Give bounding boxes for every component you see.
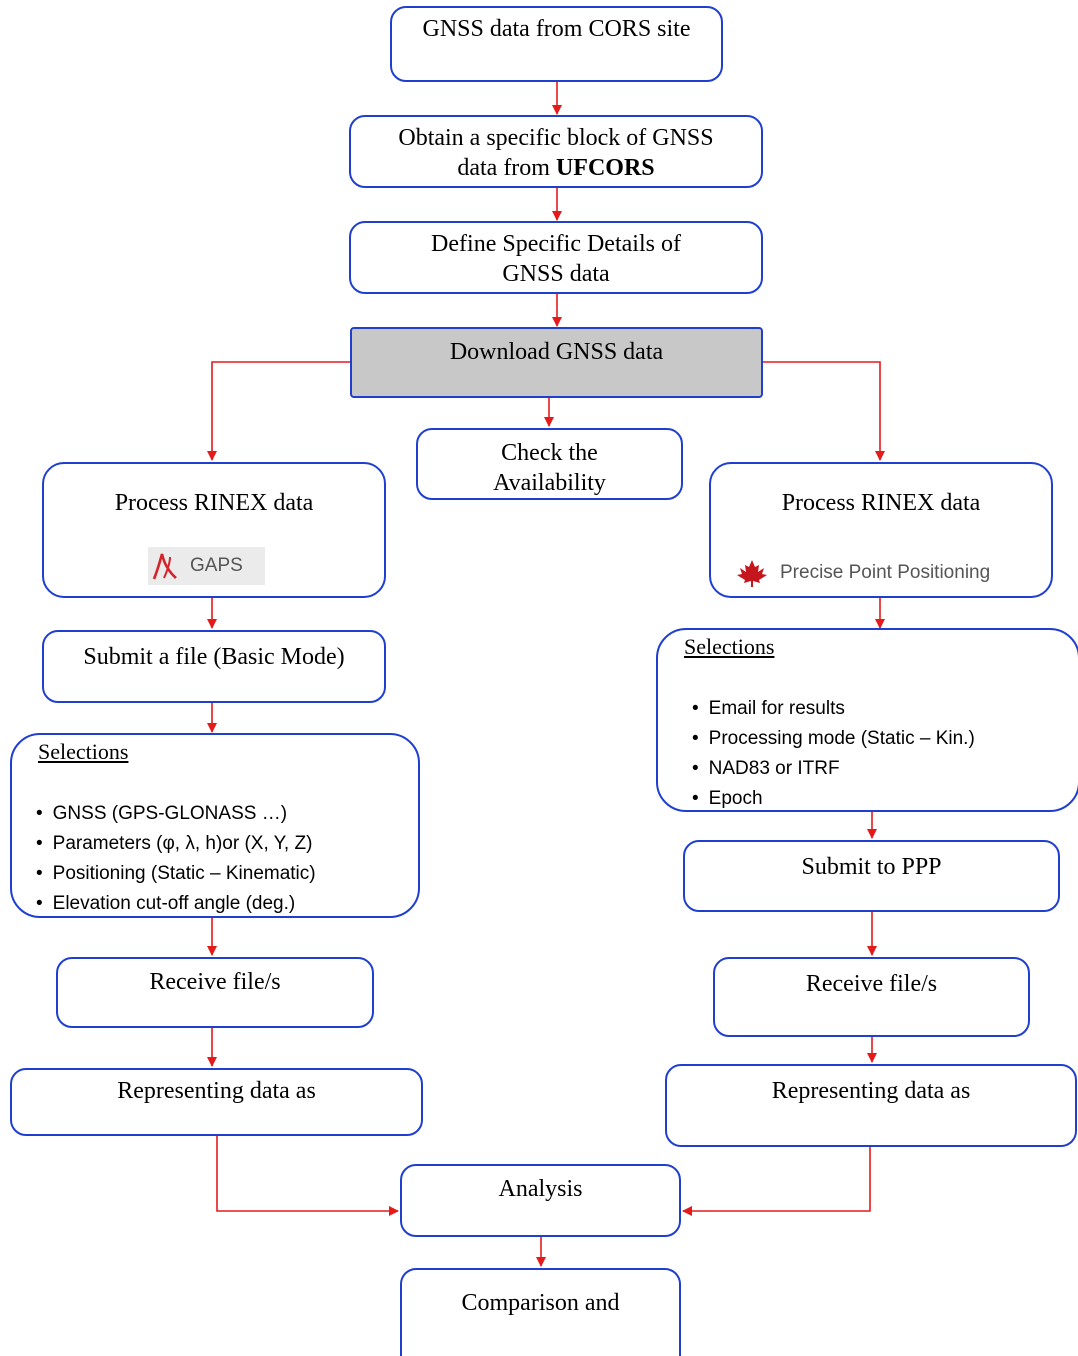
- ppp-logo: Precise Point Positioning: [734, 556, 1034, 590]
- selections-right-heading: Selections: [684, 634, 775, 659]
- selections-right-item: NAD83 or ITRF: [692, 754, 1078, 784]
- node-obtain-line2: data from UFCORS: [351, 153, 761, 183]
- node-submit-basic-label: Submit a file (Basic Mode): [83, 644, 345, 670]
- node-submit-ppp-label: Submit to PPP: [801, 854, 942, 880]
- selections-left-list: GNSS (GPS-GLONASS …) Parameters (φ, λ, h…: [12, 799, 418, 916]
- selections-right-item: Epoch: [692, 784, 1078, 810]
- node-analysis: Analysis: [400, 1164, 681, 1237]
- node-process-left-label: Process RINEX data: [114, 490, 314, 516]
- node-represent-left-label: Representing data as: [117, 1078, 316, 1104]
- node-obtain: Obtain a specific block of GNSS data fro…: [349, 115, 763, 188]
- gaps-sail-icon: [152, 553, 177, 580]
- node-define-label: Define Specific Details of GNSS data: [431, 231, 681, 287]
- node-cors: GNSS data from CORS site: [390, 6, 723, 82]
- node-obtain-line1: Obtain a specific block of GNSS: [398, 125, 714, 151]
- selections-right-item: Email for results: [692, 694, 1078, 724]
- node-obtain-prefix: data from: [457, 155, 556, 181]
- arrow-represent-right-to-analysis: [682, 1147, 871, 1216]
- selections-left-item: Elevation cut-off angle (deg.): [36, 889, 418, 916]
- node-check-label: Check the Availability: [493, 440, 606, 496]
- node-receive-left-label: Receive file/s: [149, 969, 281, 995]
- arrow-download-to-left: [207, 361, 350, 461]
- gaps-logo-text: GAPS: [190, 555, 243, 576]
- arrow-download-to-right: [763, 361, 885, 461]
- node-receive-right-label: Receive file/s: [805, 971, 938, 997]
- selections-left-item: GNSS (GPS-GLONASS …): [36, 799, 418, 829]
- arrow-represent-left-to-analysis: [216, 1136, 399, 1216]
- node-represent-left: Representing data as: [10, 1068, 423, 1136]
- ppp-logo-text: Precise Point Positioning: [780, 562, 991, 583]
- node-selections-right: Selections Email for results Processing …: [656, 628, 1078, 812]
- selections-left-heading: Selections: [38, 739, 129, 764]
- selections-right-list: Email for results Processing mode (Stati…: [658, 694, 1078, 810]
- node-represent-right-label: Representing data as: [771, 1078, 971, 1104]
- selections-right-item: Processing mode (Static – Kin.): [692, 724, 1078, 754]
- node-obtain-ufcors: UFCORS: [555, 155, 655, 181]
- node-analysis-label: Analysis: [498, 1176, 583, 1202]
- node-check: Check the Availability: [416, 428, 683, 500]
- node-selections-left: Selections GNSS (GPS-GLONASS …) Paramete…: [10, 733, 420, 918]
- node-submit-ppp: Submit to PPP: [683, 840, 1060, 912]
- node-comparison-label: Comparison and: [461, 1290, 620, 1316]
- node-submit-basic: Submit a file (Basic Mode): [42, 630, 386, 703]
- node-represent-right: Representing data as: [665, 1064, 1077, 1147]
- node-cors-label: GNSS data from CORS site: [422, 16, 691, 42]
- gaps-logo: GAPS: [148, 547, 265, 585]
- selections-left-item: Parameters (φ, λ, h)or (X, Y, Z): [36, 829, 418, 859]
- maple-leaf-icon: [737, 560, 767, 587]
- node-download: Download GNSS data: [350, 327, 763, 398]
- node-download-label: Download GNSS data: [449, 339, 664, 365]
- node-comparison: Comparison and: [400, 1268, 681, 1356]
- node-receive-left: Receive file/s: [56, 957, 374, 1028]
- node-process-right-label: Process RINEX data: [781, 490, 981, 516]
- node-define: Define Specific Details of GNSS data: [349, 221, 763, 294]
- selections-left-item: Positioning (Static – Kinematic): [36, 859, 418, 889]
- node-receive-right: Receive file/s: [713, 957, 1030, 1037]
